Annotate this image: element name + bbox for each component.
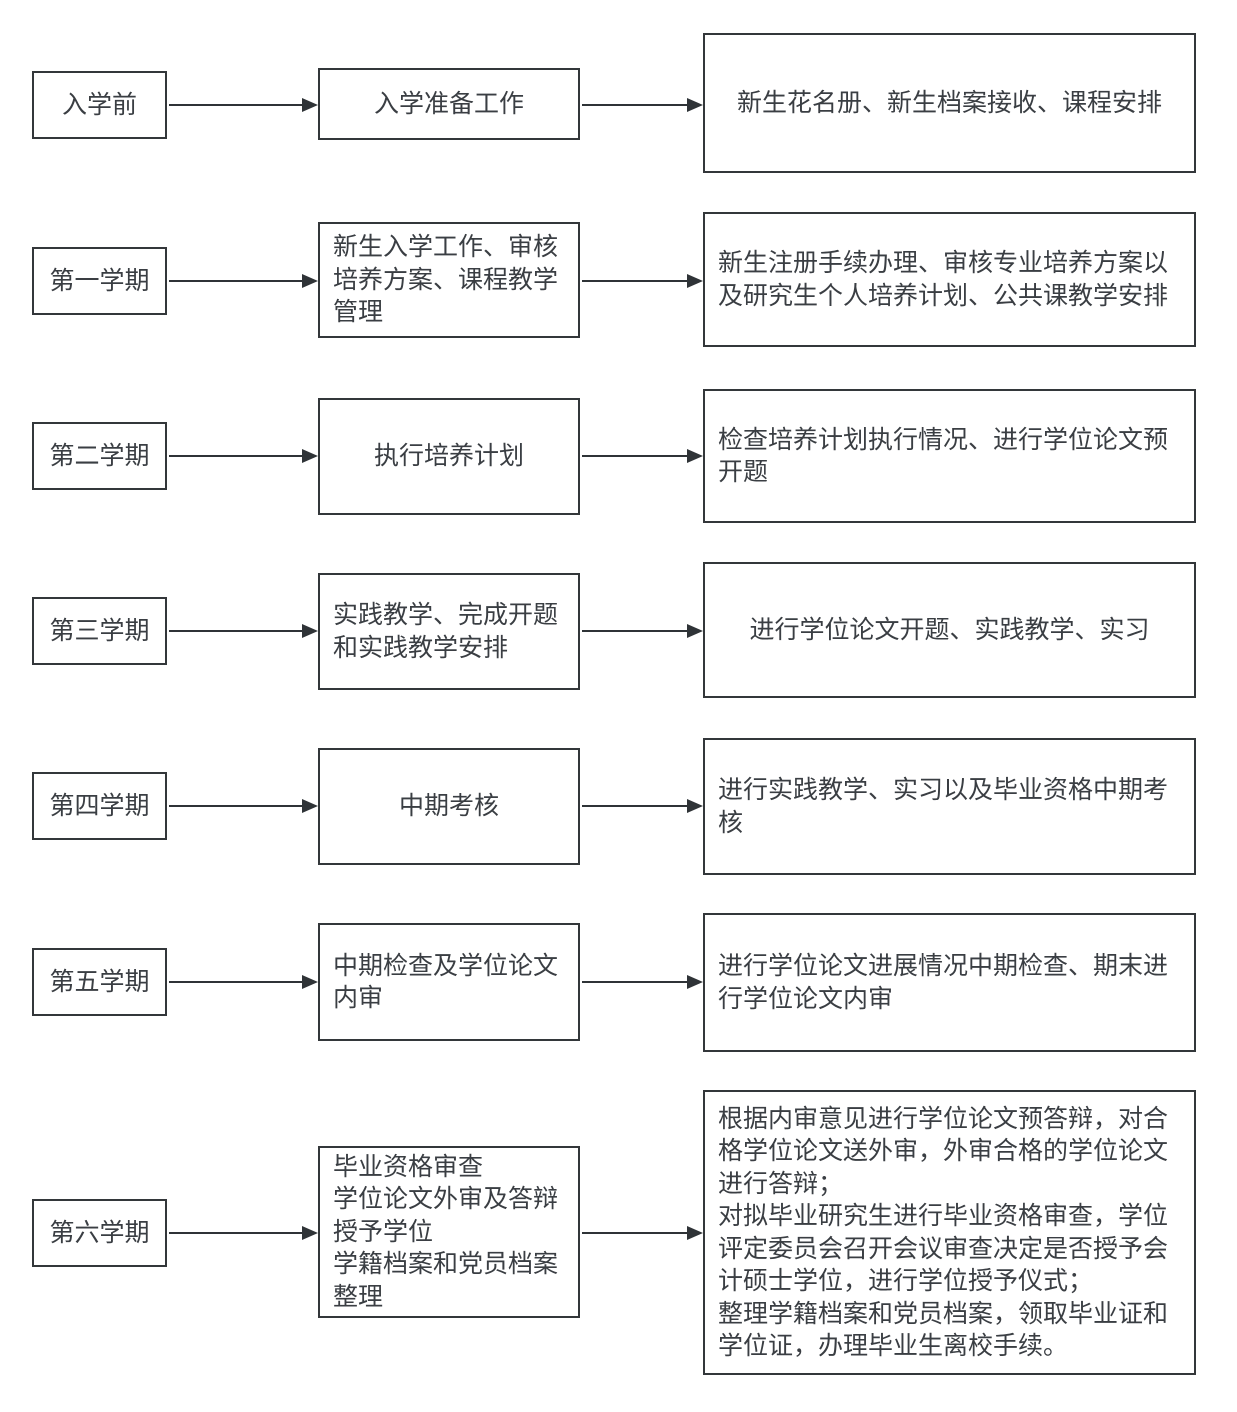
detail-label: 新生花名册、新生档案接收、课程安排 [736, 88, 1162, 117]
arrow-stage-to-task-row6 [169, 975, 318, 989]
stage-label: 第三学期 [49, 616, 150, 645]
arrow-task-to-detail-row4 [582, 624, 703, 638]
stage-box-semester4: 第四学期 [32, 772, 167, 840]
stage-label: 入学前 [61, 90, 137, 119]
task-box-row2: 新生入学工作、审核培养方案、课程教学管理 [318, 222, 580, 338]
task-box-row1: 入学准备工作 [318, 68, 580, 140]
task-label: 入学准备工作 [373, 89, 524, 118]
task-label: 新生入学工作、审核培养方案、课程教学管理 [333, 233, 559, 327]
detail-box-row1: 新生花名册、新生档案接收、课程安排 [703, 33, 1196, 173]
arrow-stage-to-task-row2 [169, 274, 318, 288]
task-box-row7: 毕业资格审查 学位论文外审及答辩 授予学位 学籍档案和党员档案整理 [318, 1146, 580, 1318]
stage-box-pre-admission: 入学前 [32, 71, 167, 139]
task-label: 中期检查及学位论文内审 [333, 951, 559, 1013]
arrow-stage-to-task-row5 [169, 799, 318, 813]
stage-label: 第五学期 [49, 967, 150, 996]
arrow-stage-to-task-row7 [169, 1226, 318, 1240]
stage-box-semester1: 第一学期 [32, 247, 167, 315]
arrow-stage-to-task-row3 [169, 449, 318, 463]
arrow-task-to-detail-row3 [582, 449, 703, 463]
stage-box-semester3: 第三学期 [32, 597, 167, 665]
detail-box-row5: 进行实践教学、实习以及毕业资格中期考核 [703, 738, 1196, 875]
task-label: 执行培养计划 [373, 442, 524, 471]
task-box-row6: 中期检查及学位论文内审 [318, 923, 580, 1041]
stage-box-semester6: 第六学期 [32, 1199, 167, 1267]
detail-label: 进行实践教学、实习以及毕业资格中期考核 [718, 776, 1169, 837]
detail-box-row4: 进行学位论文开题、实践教学、实习 [703, 562, 1196, 698]
stage-label: 第二学期 [49, 441, 150, 470]
arrow-task-to-detail-row1 [582, 98, 703, 112]
stage-label: 第六学期 [49, 1218, 150, 1247]
task-box-row5: 中期考核 [318, 748, 580, 865]
arrow-stage-to-task-row4 [169, 624, 318, 638]
arrow-task-to-detail-row2 [582, 274, 703, 288]
detail-box-row7: 根据内审意见进行学位论文预答辩，对合格学位论文送外审，外审合格的学位论文进行答辩… [703, 1090, 1196, 1375]
detail-label: 新生注册手续办理、审核专业培养方案以及研究生个人培养计划、公共课教学安排 [718, 249, 1169, 310]
task-label: 实践教学、完成开题和实践教学安排 [333, 601, 559, 662]
task-box-row4: 实践教学、完成开题和实践教学安排 [318, 573, 580, 690]
arrow-task-to-detail-row6 [582, 975, 703, 989]
stage-box-semester2: 第二学期 [32, 422, 167, 490]
stage-label: 第一学期 [49, 266, 150, 295]
task-label: 中期考核 [398, 792, 499, 821]
detail-label: 进行学位论文开题、实践教学、实习 [749, 615, 1150, 644]
arrow-task-to-detail-row5 [582, 799, 703, 813]
stage-label: 第四学期 [49, 791, 150, 820]
detail-box-row6: 进行学位论文进展情况中期检查、期末进行学位论文内审 [703, 913, 1196, 1052]
detail-label: 根据内审意见进行学位论文预答辩，对合格学位论文送外审，外审合格的学位论文进行答辩… [718, 1104, 1169, 1361]
arrow-stage-to-task-row1 [169, 98, 318, 112]
task-box-row3: 执行培养计划 [318, 398, 580, 515]
detail-box-row3: 检查培养计划执行情况、进行学位论文预开题 [703, 389, 1196, 523]
detail-label: 进行学位论文进展情况中期检查、期末进行学位论文内审 [718, 952, 1169, 1013]
task-label: 毕业资格审查 学位论文外审及答辩 授予学位 学籍档案和党员档案整理 [333, 1152, 559, 1311]
stage-box-semester5: 第五学期 [32, 948, 167, 1016]
detail-label: 检查培养计划执行情况、进行学位论文预开题 [718, 425, 1169, 487]
detail-box-row2: 新生注册手续办理、审核专业培养方案以及研究生个人培养计划、公共课教学安排 [703, 212, 1196, 347]
arrow-task-to-detail-row7 [582, 1226, 703, 1240]
